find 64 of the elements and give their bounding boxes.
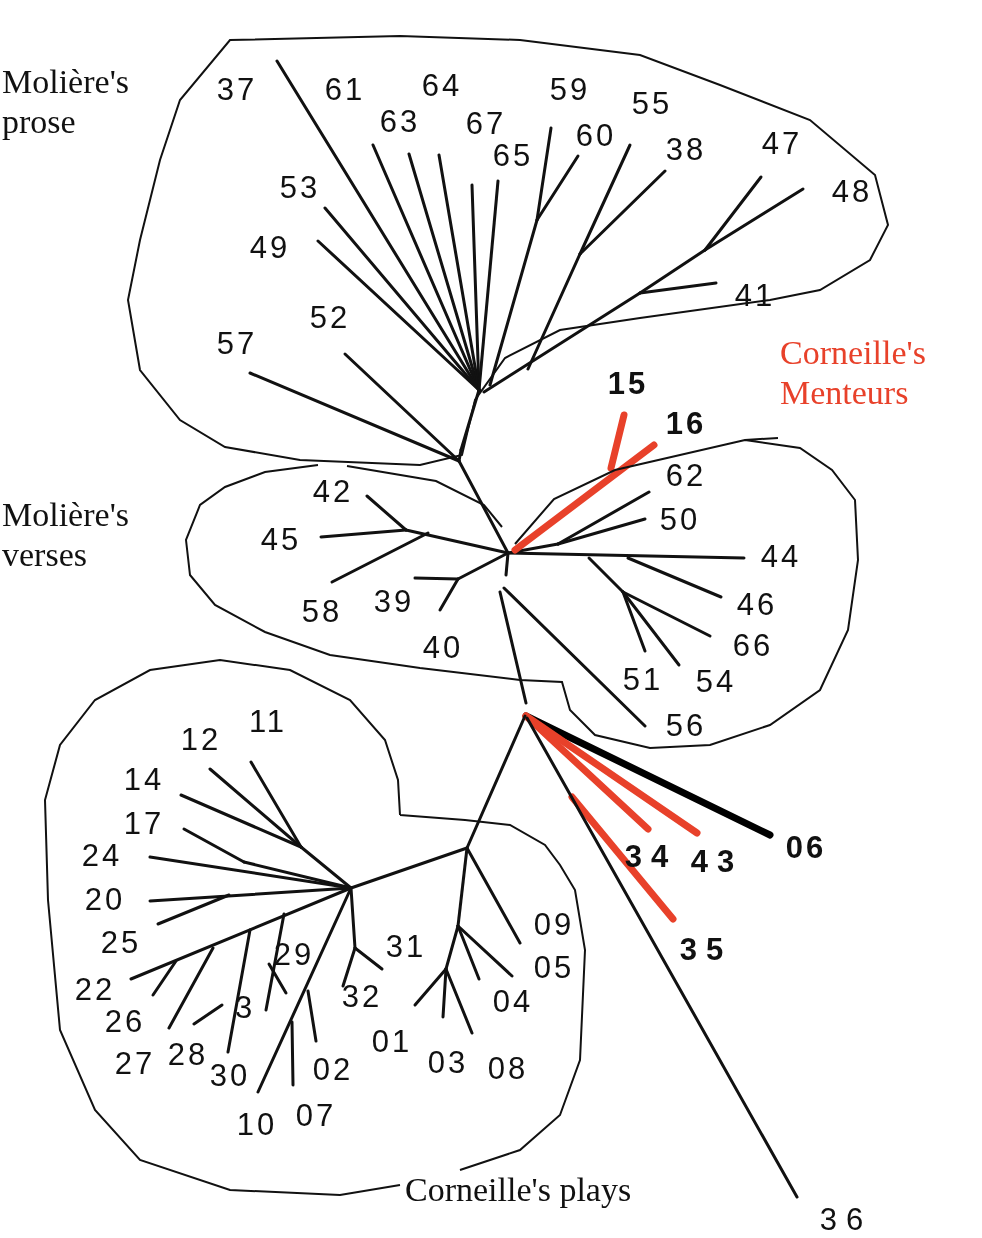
- group-heading: Molière's verses: [2, 495, 130, 575]
- leaf-number: 50: [659, 503, 701, 537]
- leaf-number: 08: [487, 1052, 529, 1086]
- leaf-number: 37: [216, 73, 258, 107]
- leaf-number: 67: [465, 107, 507, 141]
- leaf-number: 04: [492, 985, 534, 1019]
- leaf-number: 54: [695, 665, 737, 699]
- leaf-number: 46: [736, 588, 778, 622]
- leaf-number: 26: [104, 1005, 146, 1039]
- leaf-number: 58: [301, 595, 343, 629]
- leaf-number: 44: [760, 540, 802, 574]
- leaf-number: 59: [549, 73, 591, 107]
- leaf-number: 62: [665, 459, 707, 493]
- leaf-number: 60: [575, 119, 617, 153]
- leaf-number: 65: [492, 139, 534, 173]
- leaf-number: 3: [234, 991, 256, 1025]
- leaf-number: 15: [607, 367, 649, 401]
- leaf-number: 47: [761, 127, 803, 161]
- leaf-number: 34: [624, 840, 678, 874]
- leaf-number: 25: [100, 926, 142, 960]
- leaf-number: 61: [324, 73, 366, 107]
- leaf-number: 39: [373, 585, 415, 619]
- leaf-number: 38: [665, 133, 707, 167]
- leaf-number: 51: [622, 663, 664, 697]
- leaf-number: 48: [831, 175, 873, 209]
- leaf-number: 32: [341, 980, 383, 1014]
- leaf-number: 30: [209, 1059, 251, 1093]
- leaf-number: 20: [84, 883, 126, 917]
- leaf-number: 35: [679, 933, 733, 967]
- leaf-number: 10: [236, 1108, 278, 1142]
- leaf-number: 56: [665, 709, 707, 743]
- leaf-number: 11: [248, 705, 288, 739]
- leaf-number: 09: [533, 908, 575, 942]
- leaf-number: 07: [295, 1099, 337, 1133]
- leaf-number: 52: [309, 301, 351, 335]
- leaf-number: 24: [81, 839, 123, 873]
- leaf-number: 66: [732, 629, 774, 663]
- leaf-number: 64: [421, 69, 463, 103]
- leaf-number: 57: [216, 327, 258, 361]
- leaf-number: 05: [533, 951, 575, 985]
- leaf-number: 06: [785, 831, 827, 865]
- leaf-number: 31: [385, 930, 427, 964]
- leaf-number: 02: [312, 1053, 354, 1087]
- leaf-number: 36: [819, 1203, 873, 1237]
- leaf-number: 40: [422, 631, 464, 665]
- leaf-number: 27: [114, 1047, 156, 1081]
- leaf-number: 12: [180, 723, 222, 757]
- leaf-number: 01: [371, 1025, 413, 1059]
- group-heading: Molière's prose: [2, 62, 130, 142]
- leaf-number: 63: [379, 105, 421, 139]
- leaf-number: 03: [427, 1046, 469, 1080]
- leaf-number: 28: [167, 1038, 209, 1072]
- leaf-number: 53: [279, 171, 321, 205]
- leaf-number: 14: [123, 763, 165, 797]
- annotation-text: Corneille's Menteurs: [780, 333, 927, 413]
- leaf-number: 22: [74, 973, 116, 1007]
- leaf-number: 49: [249, 231, 291, 265]
- group-heading: Corneille's plays: [405, 1170, 633, 1210]
- leaf-number: 43: [690, 845, 744, 879]
- leaf-number: 42: [312, 475, 354, 509]
- leaf-number: 55: [631, 87, 673, 121]
- leaf-number: 17: [123, 807, 165, 841]
- leaf-number: 16: [665, 407, 707, 441]
- leaf-number: 45: [260, 523, 302, 557]
